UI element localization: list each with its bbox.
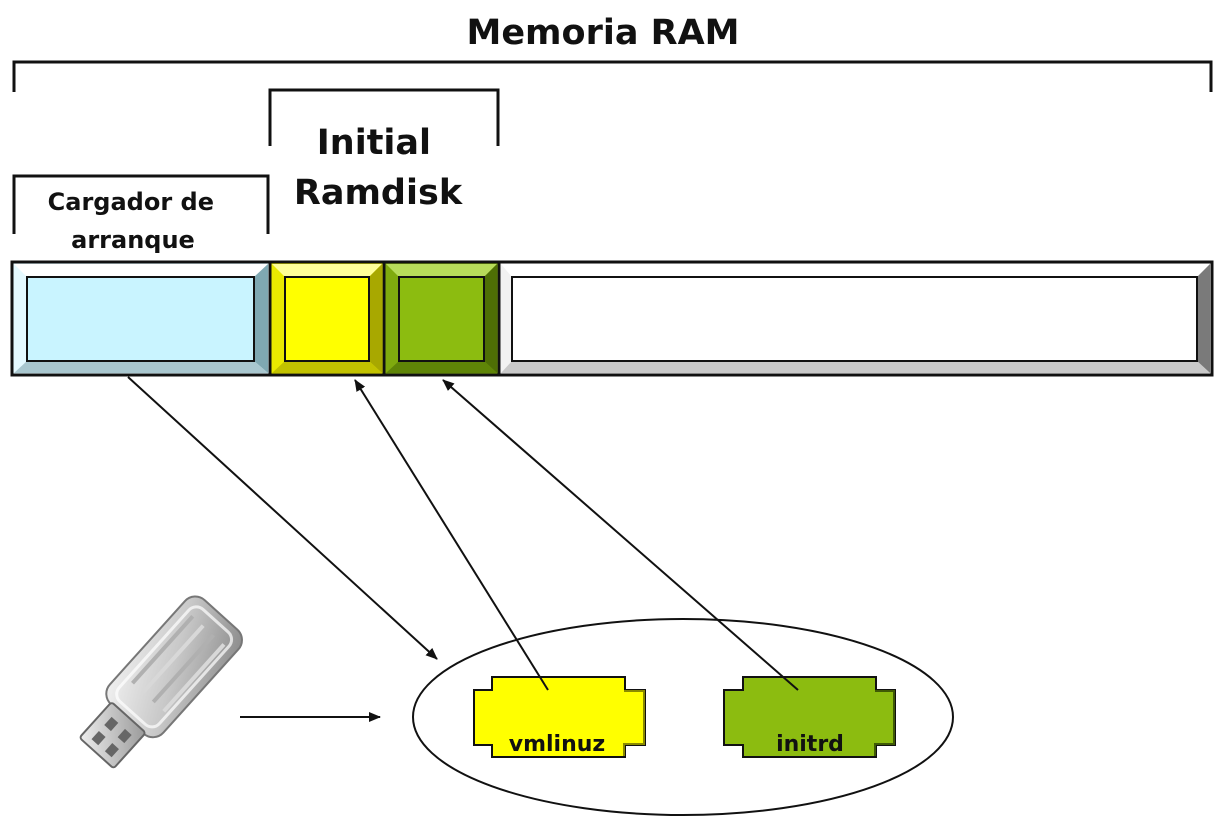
bootloader-label-line1: Cargador de [48, 188, 214, 216]
initrd-segment [382, 260, 501, 377]
initrd-load-arrow [442, 379, 799, 691]
initial-ramdisk-label-line2: Ramdisk [294, 173, 463, 213]
bootloader-load-arrow [127, 376, 438, 660]
bootloader-label: Cargador de arranque [48, 188, 223, 254]
kernel-segment [268, 260, 386, 377]
free-memory-segment [497, 260, 1214, 377]
usb-drive-icon [79, 595, 243, 769]
memory-ram-bracket [12, 60, 1213, 92]
vmlinuz-file: vmlinuz [473, 676, 646, 758]
vmlinuz-load-arrow [354, 379, 549, 691]
initial-ramdisk-bracket [268, 88, 500, 146]
bootloader-label-line2: arranque [71, 226, 195, 254]
bootloader-bracket [12, 174, 270, 234]
vmlinuz-label: vmlinuz [509, 732, 605, 757]
initrd-file: initrd [723, 676, 896, 758]
initial-ramdisk-label-line1: Initial [317, 123, 431, 163]
boot-media-ellipse [412, 618, 954, 816]
initial-ramdisk-label: Initial Ramdisk [294, 123, 463, 213]
initrd-label: initrd [776, 732, 844, 757]
memory-ram-title: Memoria RAM [466, 13, 739, 53]
bootloader-segment [10, 260, 272, 377]
